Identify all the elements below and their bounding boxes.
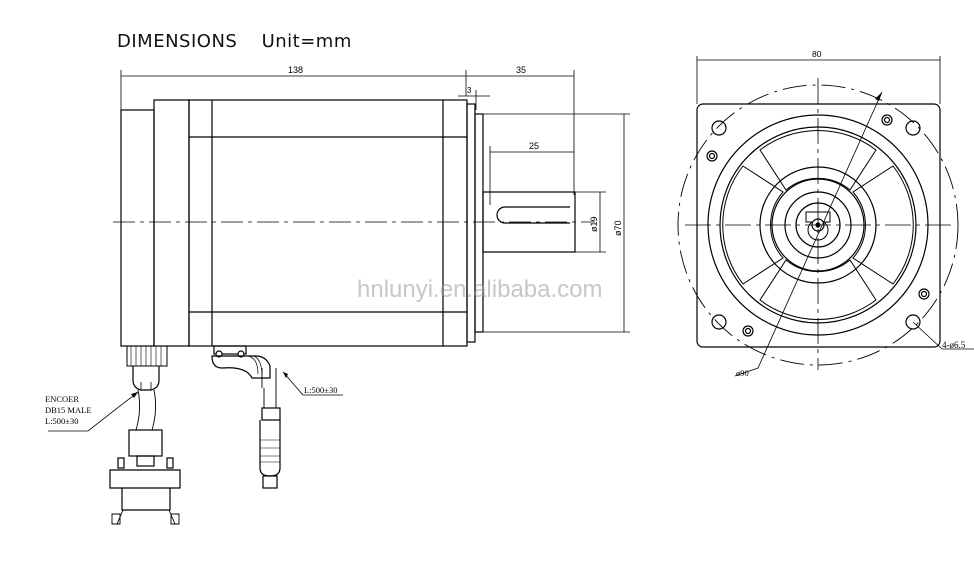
front-view: 80 ø90 xyxy=(677,49,974,378)
dim-flange-thickness: 3 xyxy=(467,86,472,95)
drawing-title: DIMENSIONS Unit=mm xyxy=(117,31,370,52)
unit-text: Unit=mm xyxy=(261,31,352,52)
dim-key-length: 25 xyxy=(529,141,539,151)
encoder-label-line3: L:500±30 xyxy=(45,416,78,426)
power-cable-length: L:500±30 xyxy=(304,385,337,395)
side-view: 138 35 3 25 ø19 ø70 xyxy=(45,65,630,525)
dim-shaft-length: 35 xyxy=(516,65,526,75)
dim-pcd: ø90 xyxy=(736,368,749,378)
dim-holes: 4-ø6.5 xyxy=(942,340,966,350)
dim-flange-width: 80 xyxy=(812,49,822,59)
encoder-label-line2: DB15 MALE xyxy=(45,405,92,415)
encoder-label-line1: ENCOER xyxy=(45,394,79,404)
dim-shaft-dia: ø19 xyxy=(589,216,599,232)
title-text: DIMENSIONS xyxy=(117,31,238,52)
watermark: hnlunyi.en.alibaba.com xyxy=(357,276,603,303)
dim-pilot-dia: ø70 xyxy=(613,220,623,236)
dim-total-length: 138 xyxy=(288,65,303,75)
